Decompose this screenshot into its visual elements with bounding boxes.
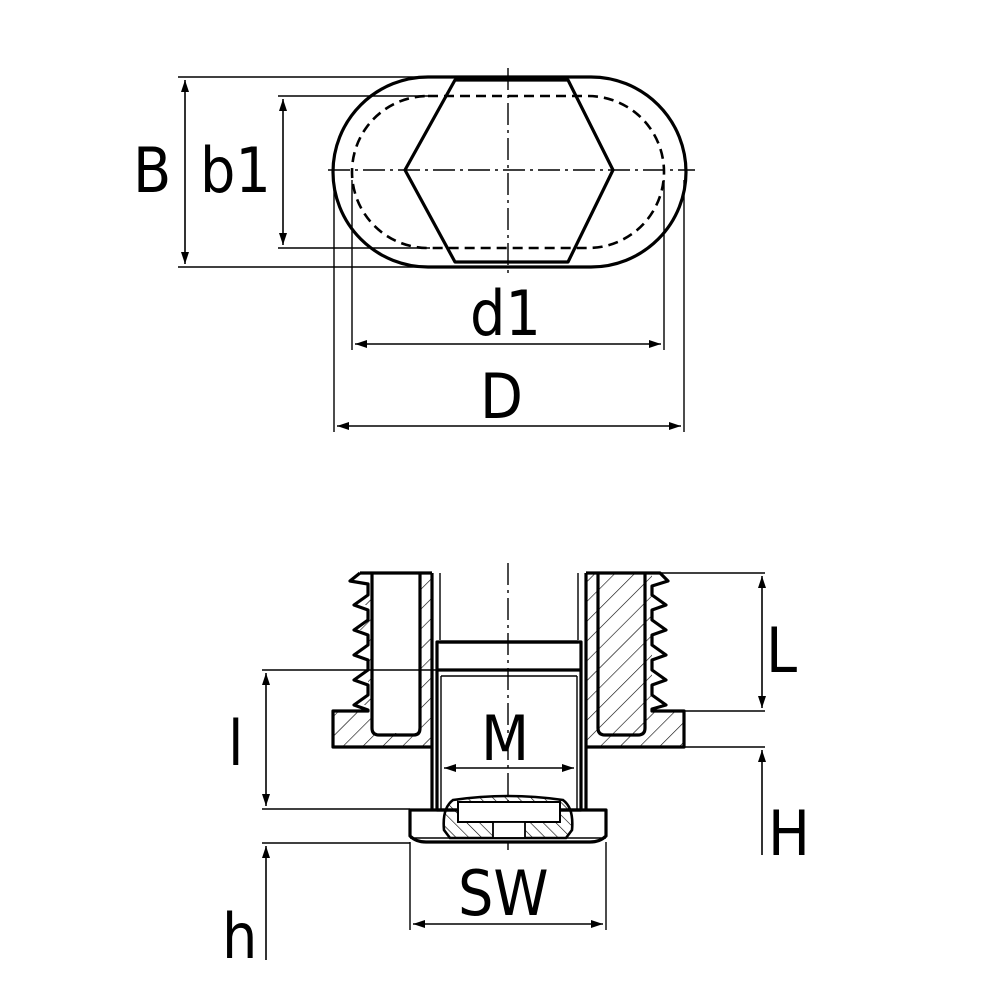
right-wall-section — [586, 573, 684, 747]
label-l: l — [228, 707, 244, 780]
left-wall-section — [333, 573, 432, 747]
label-D: D — [480, 360, 523, 433]
top-view: B b1 d1 D — [133, 68, 695, 433]
label-d1: d1 — [470, 277, 541, 350]
label-SW: SW — [458, 857, 549, 930]
label-b1: b1 — [200, 134, 271, 207]
label-h: h — [222, 900, 257, 973]
label-B: B — [133, 134, 171, 207]
outer-oval-outline — [331, 75, 688, 269]
label-H: H — [768, 797, 810, 870]
hexagon-outline — [403, 78, 615, 264]
label-L: L — [766, 614, 797, 687]
section-view: L H l h M SW — [222, 563, 810, 973]
label-M: M — [481, 702, 529, 775]
